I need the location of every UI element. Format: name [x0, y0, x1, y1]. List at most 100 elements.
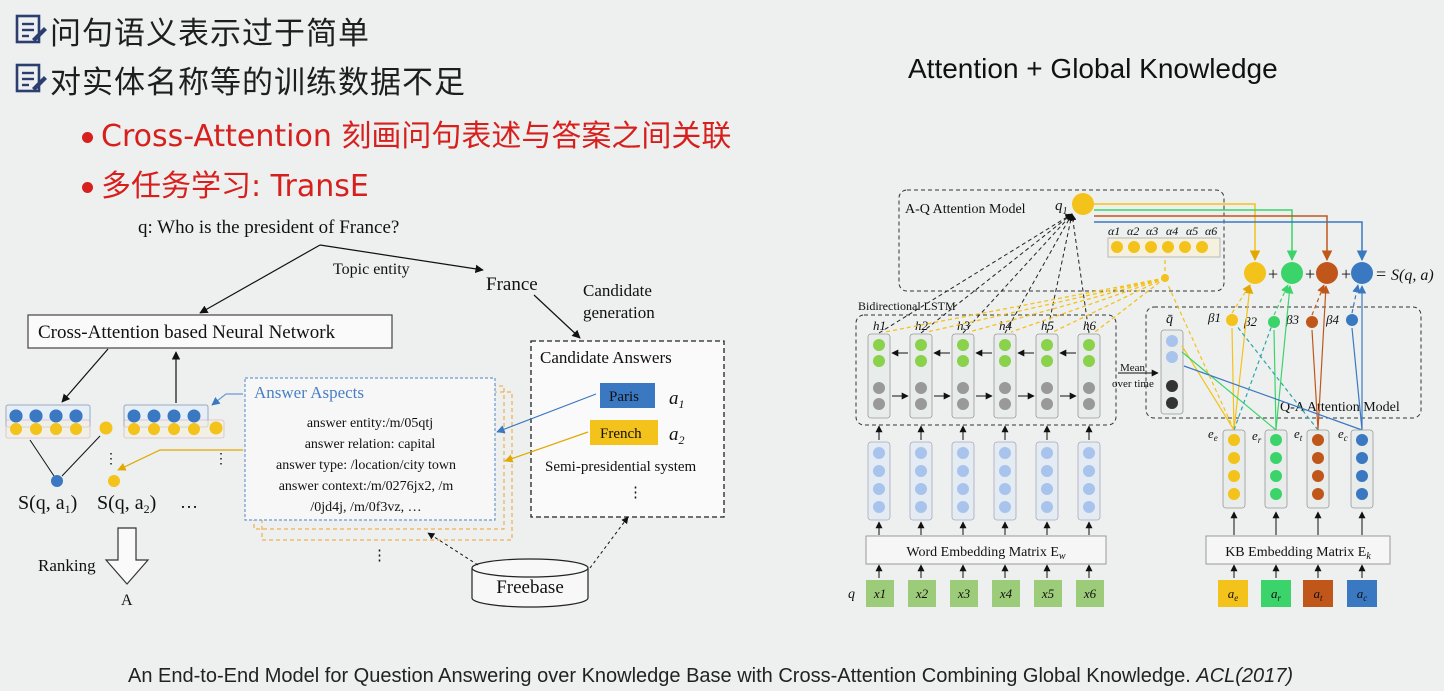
aspects-box: [244, 377, 496, 521]
score-node-r: [1281, 262, 1303, 284]
x-4: x4: [999, 586, 1013, 601]
arrow-freebase-to-aspects: [427, 532, 479, 566]
hidden-6: h6: [1083, 318, 1097, 333]
freebase-label: Freebase: [496, 577, 564, 598]
a-r: ar: [1271, 586, 1282, 603]
aspect-entity: answer entity:/m/05qtj: [307, 416, 433, 431]
hidden-4: h4: [999, 318, 1013, 333]
lstm-col-3: [951, 333, 975, 419]
q1-label: q1: [1055, 198, 1068, 217]
q1-to-score-r: [1094, 209, 1298, 262]
plus-3: +: [1341, 264, 1351, 284]
lstm-arrows: [891, 349, 1077, 400]
hidden-1: h1: [873, 318, 886, 333]
score-node-c: [1351, 262, 1373, 284]
sub-bullet-1: Cross-Attention 刻画问句表述与答案之间关联: [82, 111, 731, 155]
bullet-text: 对实体名称等的训练数据不足: [50, 65, 466, 101]
paris-label: Paris: [609, 389, 639, 405]
paris-chip: [600, 383, 655, 408]
freebase-cylinder: Freebase: [471, 558, 589, 608]
score-a2: S(q, a2): [97, 492, 156, 516]
aspect-context-1: answer context:/m/0276jx2, /m: [279, 479, 454, 494]
candidate-gen-label-1: Candidate: [583, 281, 652, 300]
q1-to-score-c: [1094, 221, 1368, 262]
arrow-freebase-to-candidates: [589, 516, 629, 569]
score-ellipsis: …: [180, 492, 198, 512]
score-node-2: [108, 475, 120, 487]
a-input-labels: ae ar at ac: [1228, 586, 1368, 603]
note-icon: [15, 14, 47, 43]
x-input-tokens: [866, 580, 1104, 607]
arrow-french-to-aspects: [504, 431, 589, 463]
line-stack1-score1: [29, 439, 55, 477]
stack-vdots-1: ⋮: [104, 452, 118, 467]
france-label: France: [486, 274, 538, 295]
score-node-t: [1316, 262, 1338, 284]
lstm-col-6: [1077, 333, 1101, 419]
score-label: S(q, a): [1391, 267, 1434, 284]
aspects-title: Answer Aspects: [254, 383, 364, 402]
x-1: x1: [873, 586, 886, 601]
aspect-type: answer type: /location/city town: [276, 458, 456, 473]
q1-to-score-e: [1094, 203, 1261, 262]
word-embedding-label: Word Embedding Matrix Ew: [906, 545, 1065, 562]
qbar-vector: [1160, 329, 1184, 415]
topic-entity-label: Topic entity: [333, 261, 410, 278]
lstm-col-5: [1035, 333, 1059, 419]
alpha-6: α6: [1205, 224, 1217, 238]
hidden-3: h3: [957, 318, 971, 333]
beta-node-2: [1268, 316, 1280, 328]
arrow-france-to-candidates: [533, 294, 581, 339]
network-box: [27, 314, 393, 349]
kb-label-c: ec: [1338, 426, 1348, 443]
plus-2: +: [1305, 264, 1315, 284]
word-embedding-bar: [865, 535, 1107, 565]
lstm-col-1: [867, 333, 891, 419]
beta-node-3: [1306, 316, 1318, 328]
mean-label-1: Mean: [1120, 362, 1146, 374]
q-input-label: q: [848, 587, 855, 602]
answer-label: A: [121, 592, 133, 609]
word-embed-up-arrows: [875, 425, 1093, 578]
hidden-5: h5: [1041, 318, 1055, 333]
word-embed-columns: [867, 441, 1101, 521]
sub-bullet-text: 多任务学习: TransE: [101, 169, 369, 204]
embed-stack-1: [5, 404, 91, 439]
a-input-tokens: [1218, 580, 1377, 607]
bilstm-label: Bidirectional LSTM: [858, 299, 956, 313]
aq-attention-label: A-Q Attention Model: [905, 202, 1026, 217]
aspect-context-2: /0jd4j, /m/0f3vz, …: [310, 500, 421, 515]
sub-bullet-text: Cross-Attention 刻画问句表述与答案之间关联: [101, 119, 732, 154]
bullet-2: 对实体名称等的训练数据不足: [14, 57, 466, 102]
right-diagram-title: Attention + Global Knowledge: [908, 53, 1278, 84]
plus-1: +: [1268, 264, 1278, 284]
left-diagram: q: Who is the president of France? Topic…: [5, 217, 725, 609]
beta4-to-score: [1351, 284, 1361, 314]
beta-node-4: [1346, 314, 1358, 326]
a-t: at: [1313, 586, 1323, 603]
french-chip: [590, 420, 658, 445]
stack-vdots-2: ⋮: [214, 452, 228, 467]
kb-embed-up-arrows: [1230, 511, 1366, 578]
score-node-e: [1244, 262, 1266, 284]
alpha-nodes: [1111, 241, 1208, 253]
aspects-vdots: ⋮: [372, 548, 387, 564]
bullet-1: 问句语义表示过于简单: [14, 8, 370, 53]
kb-embedding-label: KB Embedding Matrix Ek: [1225, 545, 1371, 562]
arrow-paris-to-aspects: [496, 393, 597, 434]
kb-e-to-alpha: [1167, 284, 1235, 431]
score-a1: S(q, a1): [18, 492, 77, 516]
kb-label-e: ee: [1208, 426, 1218, 443]
ranking-arrow: [104, 527, 150, 585]
alpha-1: α1: [1108, 224, 1120, 238]
equals-sign: =: [1376, 264, 1386, 284]
arrow-aspects-to-score2: [117, 449, 243, 471]
x-5: x5: [1041, 586, 1055, 601]
beta3-to-score: [1311, 284, 1326, 316]
score-node-1: [51, 475, 63, 487]
hidden-to-q1-lines: [878, 213, 1090, 334]
beta-3: β3: [1285, 312, 1299, 327]
qbar-label: q̄: [1166, 312, 1173, 327]
qa-attention-box: [1145, 306, 1422, 419]
